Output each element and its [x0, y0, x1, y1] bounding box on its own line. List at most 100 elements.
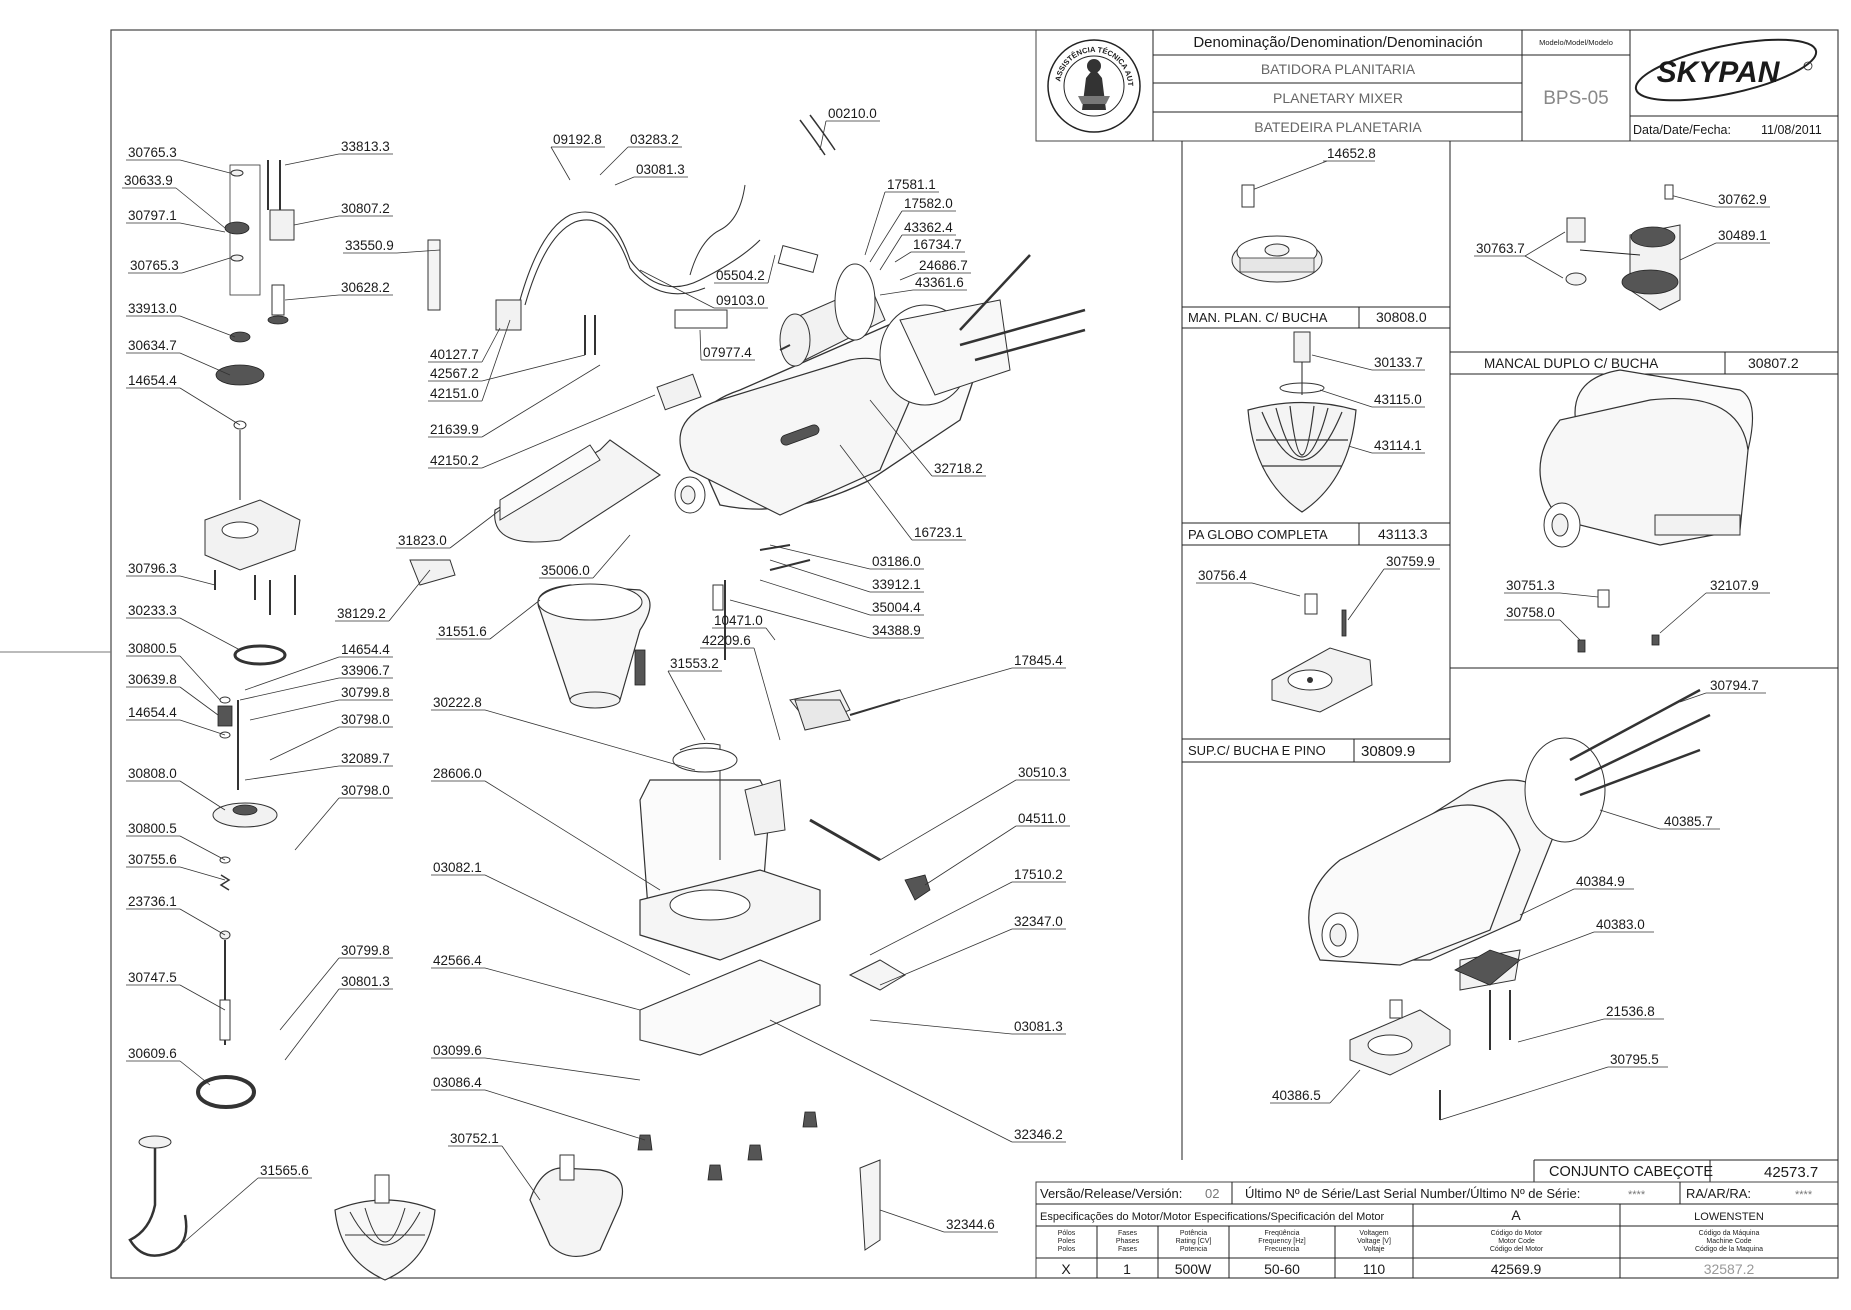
part-number-label: 17581.1	[887, 177, 936, 192]
mancal-code: 30807.2	[1748, 355, 1799, 371]
part-number-label: 30765.3	[130, 258, 179, 273]
part-label: 30133.7	[1374, 355, 1423, 370]
part-label: 14652.8	[1327, 146, 1376, 161]
leader-line	[765, 627, 776, 641]
part-number-label: 17845.4	[1014, 653, 1063, 668]
part-label: 21536.8	[1606, 1004, 1655, 1019]
leader-line	[894, 251, 912, 263]
leader-line	[484, 874, 691, 976]
leader-line	[767, 254, 776, 284]
part-number-label: 30755.6	[128, 852, 177, 867]
part-number-label: 30639.8	[128, 672, 177, 687]
leader-line	[769, 544, 871, 570]
part-number-label: 31551.6	[438, 624, 487, 639]
planetary-stack	[196, 160, 441, 1109]
part-number-label: 14654.4	[128, 373, 177, 388]
part-number-label: 30752.1	[450, 1131, 499, 1146]
leader-line	[924, 825, 1017, 886]
serial-label: Último Nº de Série/Last Serial Number/Úl…	[1245, 1186, 1580, 1201]
leader-line	[279, 957, 340, 1031]
leader-line	[179, 575, 216, 586]
leader-line	[592, 534, 631, 579]
part-label: 43114.1	[1374, 438, 1422, 453]
ra-value: ****	[1795, 1189, 1813, 1201]
date-label: Data/Date/Fecha:	[1633, 123, 1731, 137]
col-poles-header: Pólos Poles Polos	[1057, 1230, 1076, 1253]
part-number-label: 33906.7	[341, 663, 390, 678]
part-number-label: 31553.2	[670, 656, 719, 671]
part-number-label: 03186.0	[872, 554, 921, 569]
leader-line	[614, 176, 635, 186]
leader-line	[484, 780, 661, 891]
version-label: Versão/Release/Versión:	[1040, 1186, 1182, 1201]
part-number-label: 30796.3	[128, 561, 177, 576]
phases-value: 1	[1123, 1261, 1131, 1277]
part-number-label: 42151.0	[430, 386, 479, 401]
part-number-label: 30765.3	[128, 145, 177, 160]
leader-line	[269, 726, 340, 761]
part-number-label: 21639.9	[430, 422, 479, 437]
pa-globo-title: PA GLOBO COMPLETA	[1188, 527, 1328, 542]
col-voltage-header: Voltagem Voltage [V] Voltaje	[1357, 1230, 1391, 1253]
title-block: ASSISTÊNCIA TÉCNICA AUTORIZADA Denominaç…	[0, 0, 1839, 142]
part-number-label: 33912.1	[872, 577, 921, 592]
part-label: 30794.7	[1710, 678, 1759, 693]
part-number-label: 30800.5	[128, 641, 177, 656]
man-plan-title: MAN. PLAN. C/ BUCHA	[1188, 310, 1328, 325]
part-number-label: 42209.6	[702, 633, 751, 648]
part-number-label: 30799.8	[341, 685, 390, 700]
leader-line	[879, 234, 903, 271]
leader-line	[864, 191, 886, 256]
part-number-label: 03081.3	[1014, 1019, 1063, 1034]
leader-line	[484, 1089, 646, 1141]
leader-line	[484, 1057, 641, 1081]
voltage-value: 110	[1363, 1261, 1386, 1277]
leader-line	[639, 269, 715, 309]
leader-line	[179, 315, 236, 338]
part-number-label: 23736.1	[128, 894, 177, 909]
part-number-label: 30634.7	[128, 338, 177, 353]
part-number-label: 31565.6	[260, 1163, 309, 1178]
part-number-label: 16734.7	[913, 237, 962, 252]
part-number-label: 03081.3	[636, 162, 685, 177]
man-plan-code: 30808.0	[1376, 309, 1427, 325]
part-number-label: 04511.0	[1018, 811, 1066, 826]
part-number-label: 14654.4	[341, 642, 390, 657]
part-number-label: 30797.1	[128, 208, 177, 223]
part-label: 43115.0	[1374, 392, 1422, 407]
leader-line	[481, 354, 586, 382]
part-number-label: 30628.2	[341, 280, 390, 295]
motor-letter: A	[1511, 1207, 1521, 1223]
part-number-label: 32718.2	[934, 461, 983, 476]
leader-line	[239, 677, 340, 701]
leader-line	[769, 559, 871, 593]
leader-line	[179, 908, 226, 936]
part-number-label: 42566.4	[433, 953, 482, 968]
part-number-label: 38129.2	[337, 606, 386, 621]
part-number-label: 30800.5	[128, 821, 177, 836]
leader-line	[388, 569, 431, 622]
part-number-label: 33550.9	[345, 238, 394, 253]
leader-line	[174, 1177, 259, 1251]
cabecote-code: 42573.7	[1764, 1164, 1818, 1181]
part-number-label: 35006.0	[541, 563, 590, 578]
panel-mancal-duplo: MANCAL DUPLO C/ BUCHA 30807.2 30762.9 30…	[1449, 184, 1838, 375]
part-number-label: 07977.4	[703, 345, 752, 360]
leader-line	[181, 257, 231, 274]
leader-line	[550, 146, 571, 181]
col-motor-code-header: Código do Motor Motor Code Código del Mo…	[1489, 1230, 1544, 1253]
part-number-label: 03082.1	[433, 860, 482, 875]
part-number-label: 43361.6	[915, 275, 964, 290]
part-number-label: 30747.5	[128, 970, 177, 985]
col-power-header: Potência Rating [CV] Potencia	[1175, 1230, 1212, 1253]
part-label: 30756.4	[1198, 568, 1247, 583]
power-value: 500W	[1175, 1261, 1212, 1277]
leader-line	[244, 765, 340, 781]
leader-line	[481, 394, 656, 469]
poles-value: X	[1061, 1261, 1071, 1277]
part-number-label: 17510.2	[1014, 867, 1063, 882]
part-number-label: 33813.3	[341, 139, 390, 154]
part-number-label: 43362.4	[904, 220, 953, 235]
leader-line	[769, 1019, 1013, 1143]
